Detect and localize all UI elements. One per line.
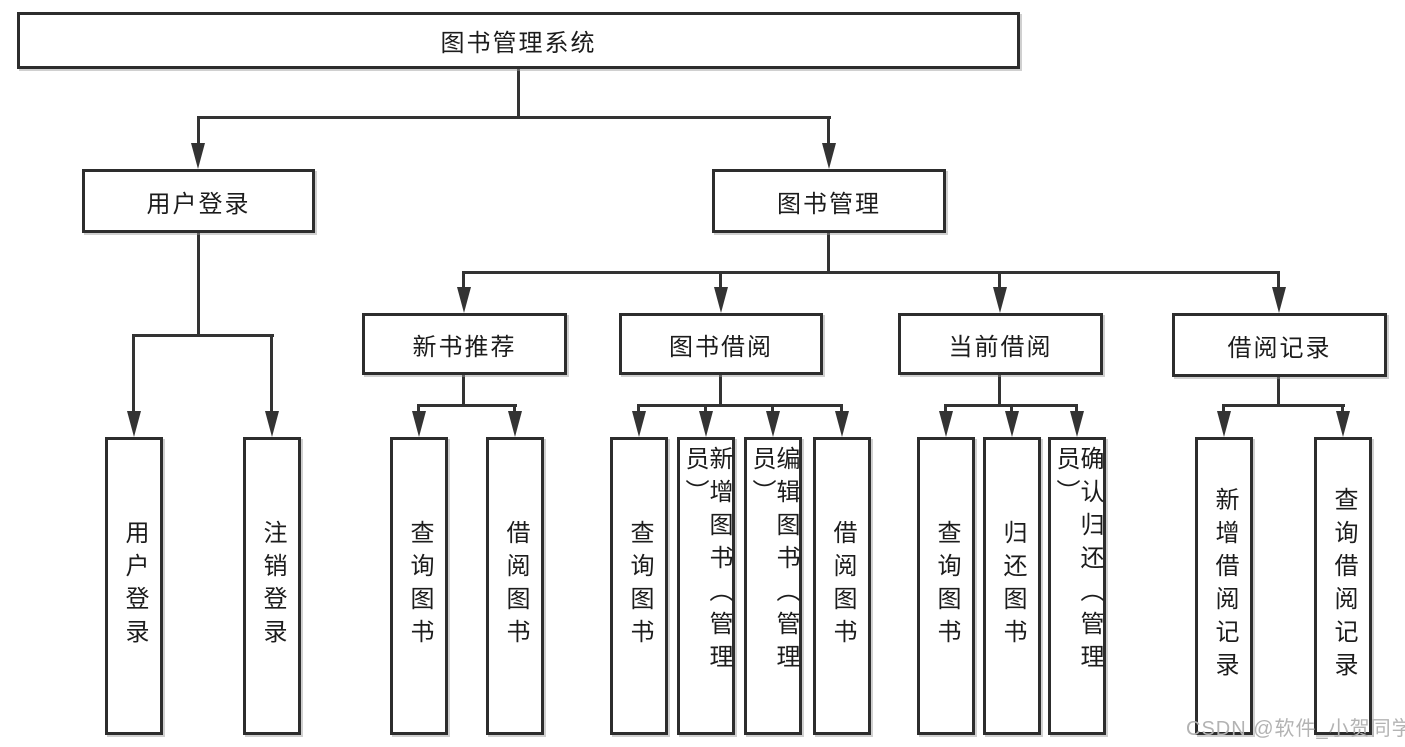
connector-line xyxy=(462,271,465,291)
leaf-return-books: 归还图书 xyxy=(983,437,1041,735)
arrow-down-icon xyxy=(714,287,728,313)
connector-level2-branch xyxy=(197,116,831,119)
arrow-down-icon xyxy=(699,411,713,437)
arrow-down-icon xyxy=(457,287,471,313)
connector-line xyxy=(704,404,707,416)
arrow-down-icon xyxy=(1272,287,1286,313)
connector-to-book-management xyxy=(827,116,830,146)
connector-root-stem xyxy=(517,69,520,119)
arrow-down-icon xyxy=(1005,411,1019,437)
connector-level3-branch xyxy=(462,271,1280,274)
leaf-add-books-admin: 新增图书（管理员） xyxy=(677,437,735,735)
node-book-borrowing: 图书借阅 xyxy=(619,313,823,375)
leaf-query-books: 查询图书 xyxy=(390,437,448,735)
arrow-down-icon xyxy=(127,411,141,437)
connector-line xyxy=(513,404,516,416)
node-current-borrowing: 当前借阅 xyxy=(898,313,1103,375)
connector-line xyxy=(719,271,722,291)
leaf-query-borrow-record: 查询借阅记录 xyxy=(1314,437,1372,735)
connector-line xyxy=(462,375,465,406)
leaf-borrow-books: 借阅图书 xyxy=(486,437,544,735)
connector-book-management-stem xyxy=(827,233,830,274)
connector-line xyxy=(1075,404,1078,416)
connector-line xyxy=(417,404,517,407)
connector-to-user-login xyxy=(197,116,200,146)
leaf-query-books: 查询图书 xyxy=(917,437,975,735)
arrow-down-icon xyxy=(766,411,780,437)
node-book-management: 图书管理 xyxy=(712,169,946,233)
connector-line xyxy=(1341,404,1344,416)
connector-user-login-branch xyxy=(132,334,274,337)
connector-line xyxy=(270,334,273,414)
connector-line xyxy=(771,404,774,416)
arrow-down-icon xyxy=(822,143,836,169)
arrow-down-icon xyxy=(993,287,1007,313)
arrow-down-icon xyxy=(835,411,849,437)
arrow-down-icon xyxy=(632,411,646,437)
node-new-book-recommend: 新书推荐 xyxy=(362,313,567,375)
node-root-system: 图书管理系统 xyxy=(17,12,1020,69)
connector-line xyxy=(1277,377,1280,406)
connector-line xyxy=(1277,271,1280,291)
arrow-down-icon xyxy=(1070,411,1084,437)
connector-line xyxy=(637,404,640,416)
connector-line xyxy=(417,404,420,416)
leaf-borrow-books: 借阅图书 xyxy=(813,437,871,735)
connector-user-login-stem xyxy=(197,233,200,336)
leaf-confirm-return-admin: 确认归还（管理员） xyxy=(1048,437,1106,735)
leaf-user-login: 用户登录 xyxy=(105,437,163,735)
arrow-down-icon xyxy=(265,411,279,437)
arrow-down-icon xyxy=(1217,411,1231,437)
connector-line xyxy=(1222,404,1225,416)
arrow-down-icon xyxy=(412,411,426,437)
node-borrowing-records: 借阅记录 xyxy=(1172,313,1387,377)
connector-line xyxy=(998,271,1001,291)
connector-line xyxy=(840,404,843,416)
connector-line xyxy=(998,375,1001,406)
arrow-down-icon xyxy=(1336,411,1350,437)
node-user-login: 用户登录 xyxy=(82,169,315,233)
watermark-text: CSDN @软件_小贺同学 xyxy=(1186,718,1405,740)
leaf-add-borrow-record: 新增借阅记录 xyxy=(1195,437,1253,735)
arrow-down-icon xyxy=(508,411,522,437)
connector-line xyxy=(637,404,843,407)
connector-line xyxy=(719,375,722,406)
connector-line xyxy=(1222,404,1345,407)
leaf-edit-books-admin: 编辑图书（管理员） xyxy=(744,437,802,735)
connector-line xyxy=(1010,404,1013,416)
leaf-logout: 注销登录 xyxy=(243,437,301,735)
arrow-down-icon xyxy=(939,411,953,437)
arrow-down-icon xyxy=(191,143,205,169)
connector-line xyxy=(944,404,947,416)
leaf-query-books: 查询图书 xyxy=(610,437,668,735)
connector-line xyxy=(132,334,135,414)
